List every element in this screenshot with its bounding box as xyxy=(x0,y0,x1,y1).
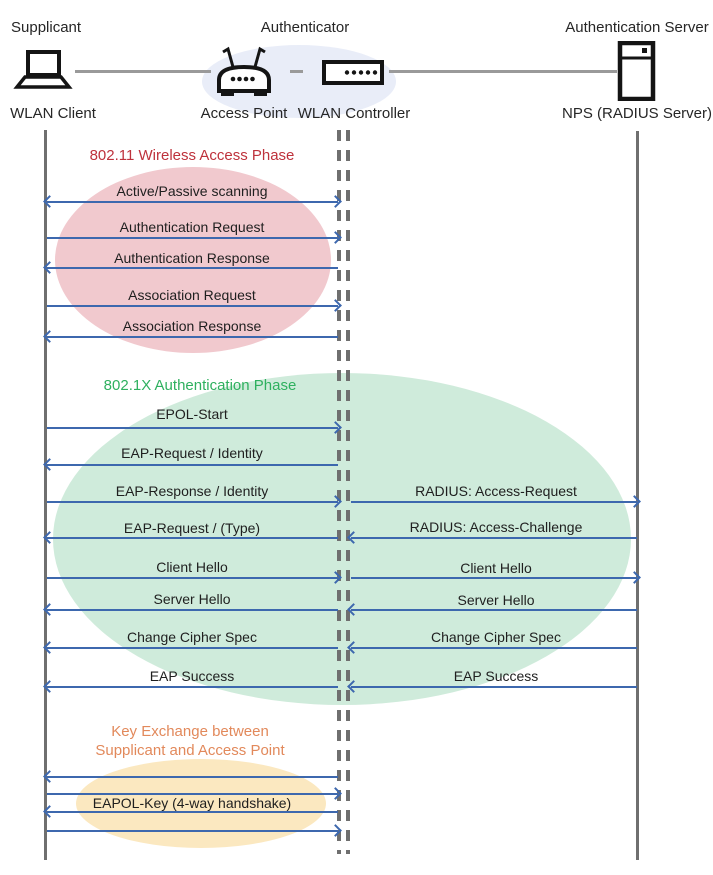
message-label: RADIUS: Access-Challenge xyxy=(409,519,583,535)
role-title-authenticator: Authenticator xyxy=(260,19,350,36)
message-label: EAP Success xyxy=(149,668,235,684)
message-arrow-left xyxy=(43,261,338,274)
message-label: EAP-Request / (Type) xyxy=(123,520,261,536)
connector-client-ap xyxy=(75,70,211,73)
message-arrow-left xyxy=(43,805,338,818)
message-label: Active/Passive scanning xyxy=(116,183,268,199)
message-arrow-left xyxy=(347,680,637,693)
message-label: Authentication Response xyxy=(114,250,270,266)
server-icon xyxy=(617,40,657,102)
connector-controller-server xyxy=(389,70,617,73)
message-arrow-left xyxy=(43,770,338,783)
message-label: Change Cipher Spec xyxy=(431,629,561,645)
message-label: Server Hello xyxy=(153,591,231,607)
message-label: RADIUS: Access-Request xyxy=(415,483,577,499)
phase-title-key-exchange: Key Exchange between Supplicant and Acce… xyxy=(40,722,340,760)
message-label: EAP-Response / Identity xyxy=(115,483,269,499)
message-arrow-left xyxy=(43,330,338,343)
message-arrow-left xyxy=(347,641,637,654)
phase-title-key-exchange-line-1: Key Exchange between xyxy=(111,723,269,740)
device-label-wlan-client: WLAN Client xyxy=(10,105,96,122)
message-label: EAP-Request / Identity xyxy=(121,445,263,461)
message-arrow-right xyxy=(351,495,641,508)
message-arrow-both xyxy=(43,195,342,208)
authentication-server-lifeline xyxy=(636,131,639,860)
message-label: Association Request xyxy=(128,287,256,303)
device-label-nps-radius-server: NPS (RADIUS Server) xyxy=(561,105,713,122)
phase-title-key-exchange-line-2: Supplicant and Access Point xyxy=(95,742,285,759)
message-label: EAP Success xyxy=(453,668,539,684)
message-arrow-left xyxy=(347,603,637,616)
message-label: Association Response xyxy=(122,318,262,334)
message-arrow-left xyxy=(43,641,338,654)
message-arrow-left xyxy=(43,680,338,693)
message-arrow-right xyxy=(351,571,641,584)
message-label: Client Hello xyxy=(460,560,532,576)
message-arrow-left xyxy=(43,531,338,544)
message-label: Change Cipher Spec xyxy=(127,629,257,645)
message-label: Server Hello xyxy=(457,592,535,608)
laptop-icon xyxy=(11,50,75,94)
phase-title-dot1x-authentication: 802.1X Authentication Phase xyxy=(103,377,297,394)
connector-ap-controller xyxy=(290,70,303,73)
message-label: Client Hello xyxy=(156,559,228,575)
message-arrow-right xyxy=(47,824,342,837)
wireless-access-phase-ellipse xyxy=(55,167,331,353)
message-arrow-left xyxy=(43,458,338,471)
message-label: EAPOL-Key (4-way handshake) xyxy=(92,795,292,811)
access-point-icon xyxy=(211,46,277,98)
dot1x-authentication-phase-ellipse xyxy=(53,373,631,705)
message-arrow-right xyxy=(47,299,342,312)
supplicant-lifeline xyxy=(44,130,47,860)
device-label-wlan-controller: WLAN Controller xyxy=(297,105,411,122)
wlan-controller-icon xyxy=(322,60,384,86)
message-arrow-right xyxy=(47,231,342,244)
role-title-authentication-server: Authentication Server xyxy=(565,19,709,36)
device-label-access-point: Access Point xyxy=(200,105,288,122)
message-arrow-left xyxy=(43,603,338,616)
authenticator-lifeline-dash-1 xyxy=(337,130,341,854)
phase-title-wireless-access: 802.11 Wireless Access Phase xyxy=(89,147,295,164)
key-exchange-phase-ellipse xyxy=(76,759,326,848)
authenticator-lifeline-dash-2 xyxy=(346,130,350,854)
message-label: Authentication Request xyxy=(119,219,265,235)
message-arrow-left xyxy=(347,531,637,544)
message-arrow-right xyxy=(47,495,342,508)
role-title-supplicant: Supplicant xyxy=(11,19,82,36)
message-label: EPOL-Start xyxy=(156,406,228,422)
message-arrow-right xyxy=(47,421,342,434)
message-arrow-right xyxy=(47,571,342,584)
message-arrow-right xyxy=(47,787,342,800)
